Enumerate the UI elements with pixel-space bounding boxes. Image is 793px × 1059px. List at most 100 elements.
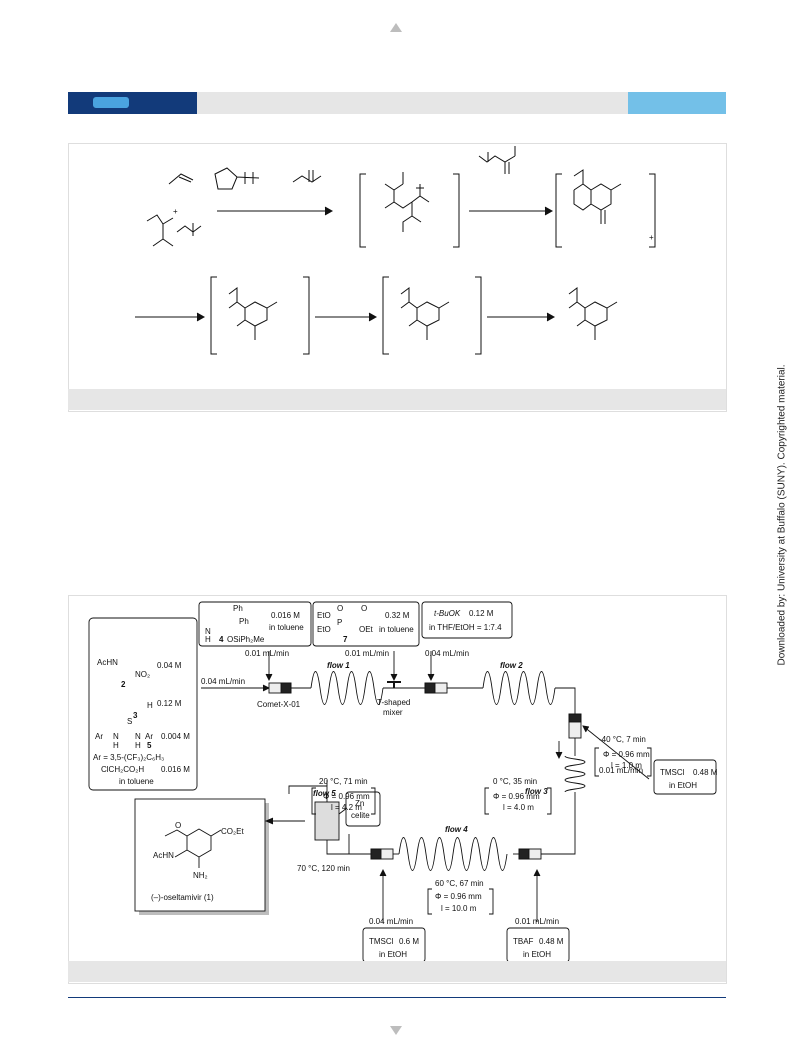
product-co2et: CO₂Et	[221, 827, 244, 836]
flow3-label: flow 3	[525, 787, 548, 796]
tmscl1-conc: 0.48 M	[693, 768, 718, 777]
scroll-down-arrow-icon[interactable]	[390, 1026, 402, 1035]
r5-n1: N	[113, 732, 119, 741]
download-notice-text: Downloaded by: University at Buffalo (SU…	[776, 364, 788, 666]
base-conc: 0.12 M	[469, 609, 494, 618]
cat4-conc: 0.016 M	[271, 611, 300, 620]
r7-o2: O	[361, 604, 367, 613]
r3-label: 3	[133, 711, 138, 720]
flow1-cond: 20 °C, 71 min	[319, 777, 368, 786]
header-pill-button[interactable]	[93, 97, 129, 108]
scroll-up-arrow-icon[interactable]	[390, 23, 402, 32]
figure-flow-setup: AcHN NO₂ 2 0.04 M H 3 0.12 M Ar Ar S N N…	[68, 595, 727, 984]
r7-label: 7	[343, 635, 348, 644]
r3-group: H	[147, 701, 153, 710]
flow4-phi: Φ = 0.96 mm	[435, 892, 482, 901]
rate-tmscl1: 0.01 mL/min	[599, 766, 643, 775]
acid-conc: 0.016 M	[161, 765, 190, 774]
scheme-caption-bar	[68, 389, 726, 410]
product-o: O	[175, 821, 181, 830]
r7-o1: O	[337, 604, 343, 613]
r7-conc: 0.32 M	[385, 611, 410, 620]
flow2-coil	[482, 671, 556, 705]
flow1-phi: Φ = 0.96 mm	[323, 792, 370, 801]
cat4-solvent: in toluene	[269, 623, 304, 632]
flow1-len: l = 4.2 m	[331, 803, 362, 812]
tmscl2-conc: 0.6 M	[399, 937, 419, 946]
svg-text:+: +	[649, 233, 654, 242]
cat4-n: N	[205, 627, 211, 636]
product-achn: AcHN	[153, 851, 174, 860]
mixer2-line2: mixer	[383, 708, 403, 717]
zn-line1: Zn	[355, 799, 364, 808]
flow4-len: l = 10.0 m	[441, 904, 477, 913]
product-nh2: NH₂	[193, 871, 208, 880]
r7-eto2: EtO	[317, 625, 331, 634]
r2-label: 2	[121, 680, 126, 689]
flow3-phi: Φ = 0.96 mm	[603, 750, 650, 759]
r7-p: P	[337, 618, 342, 627]
section-header-bar	[68, 92, 726, 114]
flow1-coil	[310, 671, 384, 705]
mixer1-label: Comet-X-01	[257, 700, 301, 709]
r5-label: 5	[147, 741, 152, 750]
reagent-box-base	[421, 601, 513, 639]
flow-diagram: AcHN NO₂ 2 0.04 M H 3 0.12 M Ar Ar S N N…	[88, 601, 718, 963]
flow2-len: l = 4.0 m	[503, 803, 534, 812]
r2-conc: 0.04 M	[157, 661, 182, 670]
zn-line2: celite	[351, 811, 370, 820]
tbaf-solvent: in EtOH	[523, 950, 551, 959]
svg-text:+: +	[173, 207, 178, 216]
rate-main: 0.04 mL/min	[201, 677, 245, 686]
header-tab-dark	[68, 92, 197, 114]
r5-s: S	[127, 717, 132, 726]
tmscl1-name: TMSCl	[660, 768, 685, 777]
flow2-phi: Φ = 0.96 mm	[493, 792, 540, 801]
r5-ar-left: Ar	[95, 732, 103, 741]
cat4-ph1: Ph	[233, 604, 243, 613]
header-tab-light	[628, 92, 726, 114]
flow3-cond: -40 °C, 7 min	[599, 735, 646, 744]
rate-cat4: 0.01 mL/min	[245, 649, 289, 658]
tmscl2-name: TMSCl	[369, 937, 394, 946]
reagent-box-7	[312, 601, 420, 647]
rate-base: 0.04 mL/min	[425, 649, 469, 658]
flow3-coil	[564, 755, 586, 793]
r2-name: AcHN	[97, 658, 118, 667]
r5-n2: N	[135, 732, 141, 741]
r5-ar-right: Ar	[145, 732, 153, 741]
cat4-ph2: Ph	[239, 617, 249, 626]
tbaf-name: TBAF	[513, 937, 534, 946]
flow2-cond: 0 °C, 35 min	[493, 777, 537, 786]
rate-reag7: 0.01 mL/min	[345, 649, 389, 658]
flow1-label: flow 1	[327, 661, 350, 670]
r5-h1: H	[113, 741, 119, 750]
r3-conc: 0.12 M	[157, 699, 182, 708]
flow-caption-bar	[68, 961, 726, 982]
tbaf-conc: 0.48 M	[539, 937, 564, 946]
zn-column-icon	[314, 801, 340, 841]
r7-eto1: EtO	[317, 611, 331, 620]
main-solvent: in toluene	[119, 777, 154, 786]
figure-scheme: + +	[68, 143, 727, 412]
reagent-box-cat4	[198, 601, 312, 647]
tmscl2-solvent: in EtOH	[379, 950, 407, 959]
flow5-label: flow 5	[313, 789, 336, 798]
base-name: t-BuOK	[434, 609, 461, 618]
r5-conc: 0.004 M	[161, 732, 190, 741]
r5-h2: H	[135, 741, 141, 750]
product-box	[134, 798, 266, 912]
download-notice: Downloaded by: University at Buffalo (SU…	[772, 340, 792, 690]
tmscl1-solvent: in EtOH	[669, 781, 697, 790]
r2-group: NO₂	[135, 670, 150, 679]
flow3-len: l = 1.0 m	[611, 761, 642, 770]
flow4-cond: 60 °C, 67 min	[435, 879, 484, 888]
base-solvent: in THF/EtOH = 1:7.4	[429, 623, 502, 632]
scheme-drawing: + +	[135, 146, 656, 355]
ar-definition: Ar = 3,5-(CF₃)₂C₆H₃	[93, 753, 164, 762]
rate-tmscl2: 0.04 mL/min	[369, 917, 413, 926]
cat4-h: H	[205, 635, 211, 644]
acid: ClCH₂CO₂H	[101, 765, 144, 774]
flow2-label: flow 2	[500, 661, 523, 670]
reagent-box-main	[88, 617, 198, 791]
